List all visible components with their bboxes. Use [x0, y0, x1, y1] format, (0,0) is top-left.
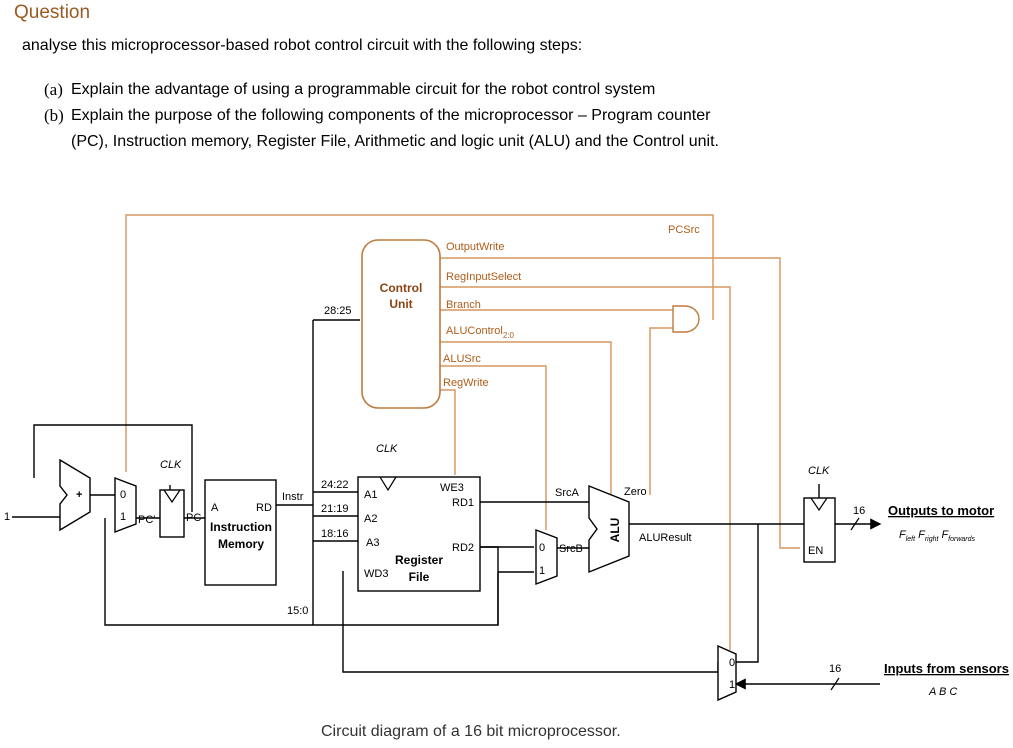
pcsrc-label: PCSrc: [668, 224, 700, 236]
branch-label: Branch: [446, 299, 481, 311]
outputs-label: Outputs to motor: [888, 503, 994, 518]
inputs-vars: A B C: [928, 686, 957, 698]
item-label: (a): [44, 80, 63, 99]
alu-control-wire: [440, 341, 612, 505]
srca-label: SrcA: [555, 487, 580, 499]
pc-mux-in1: 1: [120, 511, 126, 523]
pc-next-label: PC': [138, 514, 155, 526]
regfile-a3: A3: [366, 537, 379, 549]
instr-label: Instr: [282, 491, 304, 503]
output-write-wire: [440, 257, 800, 549]
regfile-clk-label: CLK: [376, 443, 398, 455]
alu-result-label: ALUResult: [639, 532, 692, 544]
regfile-a2: A2: [364, 513, 377, 525]
srcb-mux-in0: 0: [539, 542, 545, 554]
intro-text: analyse this microprocessor-based robot …: [22, 37, 583, 54]
alu: [588, 484, 630, 574]
alu-src-wire: [440, 365, 547, 530]
zero-wire: [649, 327, 673, 495]
input-mux: [717, 644, 737, 702]
item-text: Explain the advantage of using a program…: [71, 81, 656, 98]
const-one: 1: [4, 511, 10, 523]
pc-clk-label: CLK: [160, 459, 182, 471]
bitfield-15-0: 15:0: [287, 605, 308, 617]
bitfield-21-19: 21:19: [321, 503, 349, 515]
in-mux-in0: 0: [729, 657, 735, 669]
item-label: (b): [44, 106, 64, 125]
pc-mux-in0: 0: [120, 489, 126, 501]
out-bus-width: 16: [853, 505, 865, 517]
control-unit: [361, 239, 441, 409]
regfile-wd3: WD3: [364, 568, 388, 580]
alu-label: ALU: [608, 518, 622, 543]
imem-label-1: Instruction: [210, 520, 272, 534]
bitfield-24-22: 24:22: [321, 479, 349, 491]
pc-plus-feedback: [33, 424, 193, 512]
regfile-rd1: RD1: [452, 497, 474, 509]
imem-rd: RD: [256, 502, 272, 514]
bus-slashes: [830, 517, 860, 691]
register-file: [357, 476, 481, 592]
datapath-wires: [12, 319, 882, 690]
imem-label-2: Memory: [218, 537, 264, 551]
srcb-mux-in1: 1: [539, 565, 545, 577]
reg-input-select-label: RegInputSelect: [446, 271, 521, 283]
srcb-mux: [535, 528, 558, 586]
out-clk-label: CLK: [808, 465, 830, 477]
reg-write-label: RegWrite: [443, 377, 489, 389]
diagram-caption: Circuit diagram of a 16 bit microprocess…: [321, 723, 621, 740]
pc-mux: [114, 476, 137, 534]
alu-control-label: ALUControl2:0: [446, 325, 515, 340]
regfile-label-2: File: [409, 570, 430, 584]
output-enable-label: EN: [808, 545, 823, 557]
regfile-we3: WE3: [440, 482, 464, 494]
bitfield-18-16: 18:16: [321, 528, 349, 540]
pcsrc-wire: [125, 214, 714, 472]
control-unit-label-2: Unit: [389, 297, 412, 311]
question-heading: Question: [14, 2, 91, 23]
pc-register: [159, 489, 185, 538]
in-bus-width: 16: [829, 663, 841, 675]
regfile-label-1: Register: [395, 553, 443, 567]
and-gate: [672, 305, 700, 333]
pc-adder: [59, 458, 91, 532]
in-mux-in1: 1: [729, 679, 735, 691]
control-unit-label-1: Control: [380, 281, 423, 295]
regfile-rd2: RD2: [452, 542, 474, 554]
reg-write-wire: [440, 389, 456, 475]
srcb-label: SrcB: [559, 543, 583, 555]
reg-input-select-wire: [440, 286, 731, 650]
imem-a: A: [211, 502, 219, 514]
alu-src-label: ALUSrc: [443, 353, 481, 365]
zero-label: Zero: [624, 486, 647, 498]
pc-label: PC: [186, 512, 201, 524]
output-write-label: OutputWrite: [446, 241, 505, 253]
control-wires: [125, 214, 800, 650]
item-text: Explain the purpose of the following com…: [71, 107, 719, 150]
inputs-label: Inputs from sensors: [884, 661, 1009, 676]
regfile-a1: A1: [364, 489, 377, 501]
instruction-memory: [204, 479, 277, 586]
adder-plus: +: [76, 489, 82, 501]
bitfield-28-25: 28:25: [324, 305, 352, 317]
